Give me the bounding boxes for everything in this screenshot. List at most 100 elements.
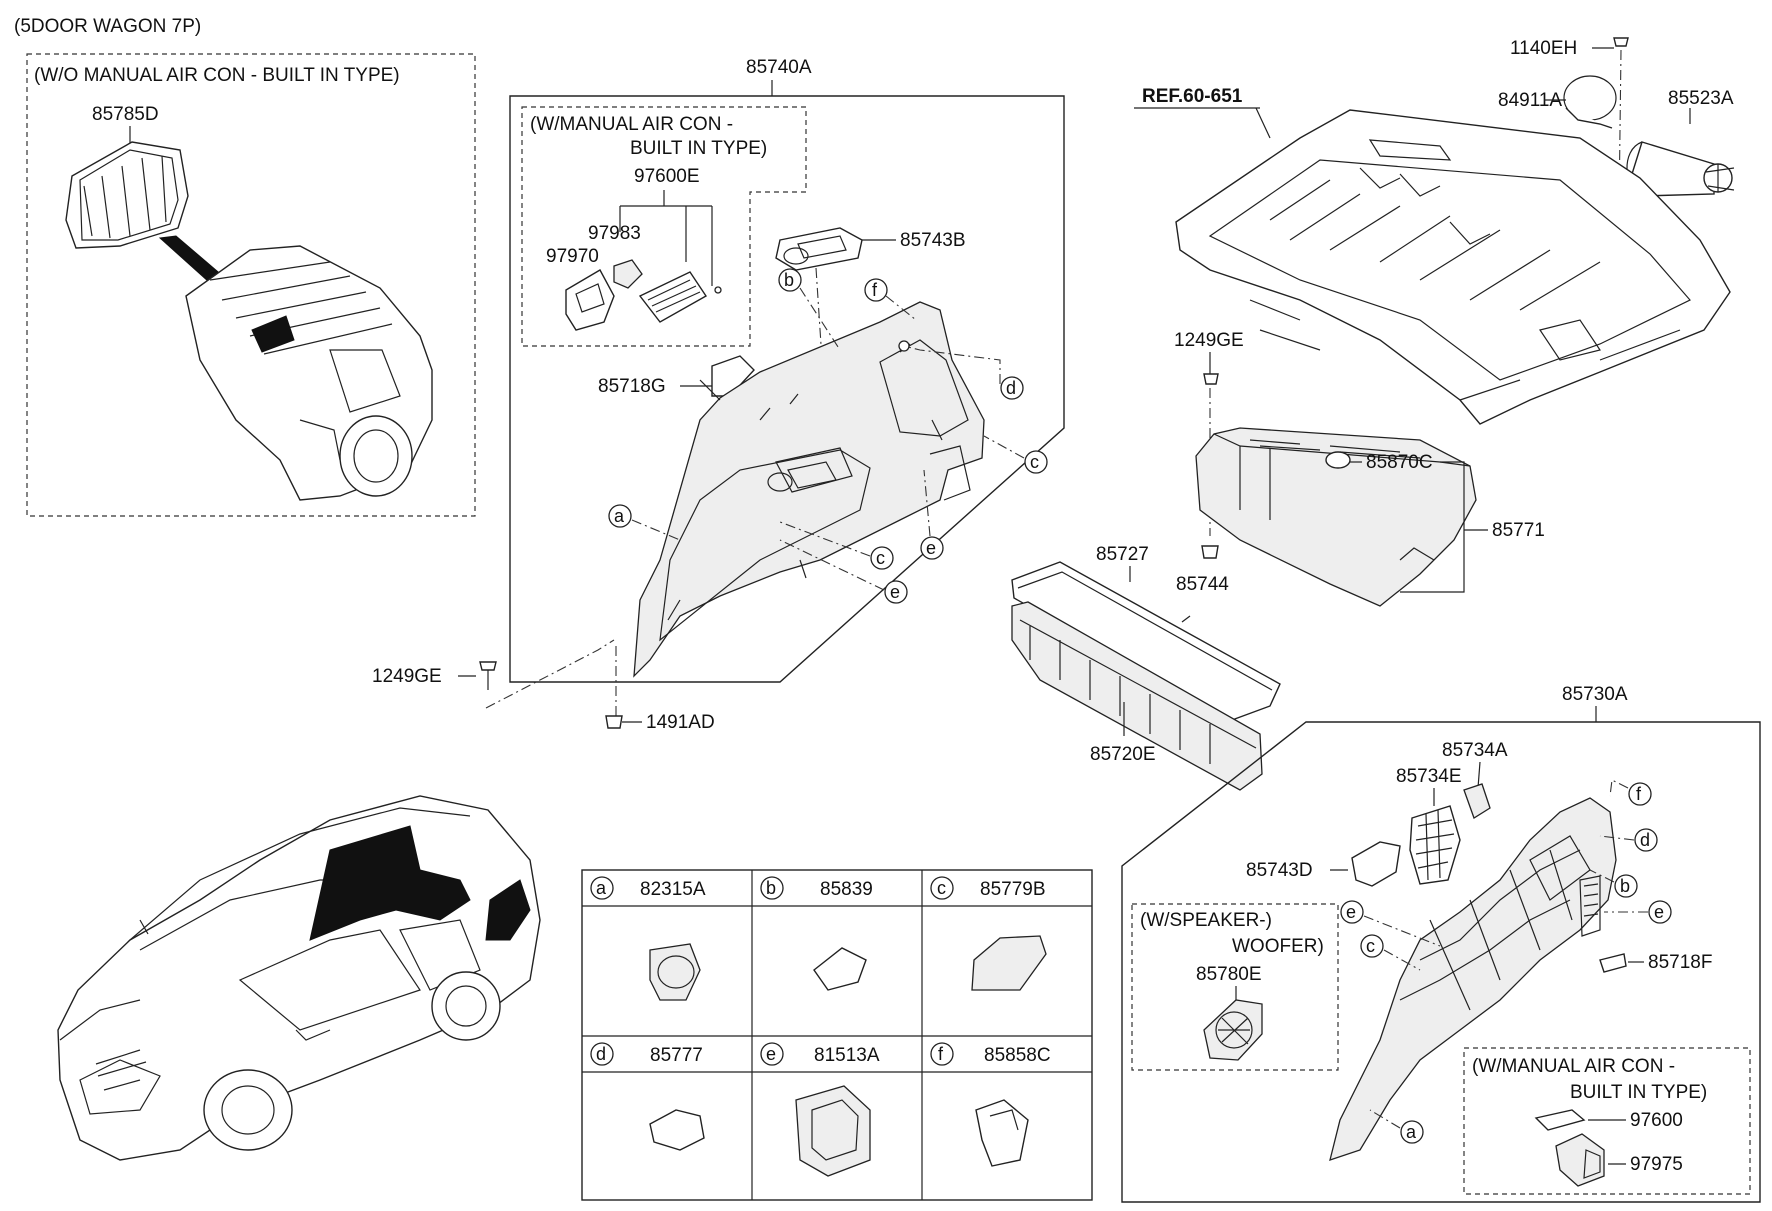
w-manual-bottom-title-1: (W/MANUAL AIR CON - xyxy=(1472,1056,1675,1077)
callout-a-center[interactable]: a xyxy=(608,504,632,528)
svg-text:d: d xyxy=(596,1044,606,1064)
speaker-box xyxy=(1131,903,1339,1071)
svg-text:d: d xyxy=(1006,378,1016,398)
vent-components-97600E-illustration xyxy=(565,259,722,331)
callout-f-center[interactable]: f xyxy=(864,278,888,302)
luggage-tray-85720E-illustration xyxy=(1011,601,1263,791)
part-label-1249GE-left[interactable]: 1249GE xyxy=(372,666,442,687)
svg-text:b: b xyxy=(1620,876,1630,896)
part-label-1249GE-right[interactable]: 1249GE xyxy=(1174,330,1244,351)
speaker-title-2: WOOFER) xyxy=(1232,936,1324,957)
part-label-1140EH[interactable]: 1140EH xyxy=(1510,38,1577,59)
clip-1491AD-illustration xyxy=(605,715,623,729)
model-label: (5DOOR WAGON 7P) xyxy=(14,16,201,37)
legend-part-d: 85777 xyxy=(650,1045,703,1066)
screw-1249GE-left-illustration xyxy=(479,661,497,690)
callout-e-center-right[interactable]: e xyxy=(920,536,944,560)
svg-text:c: c xyxy=(937,878,946,898)
part-label-84911A[interactable]: 84911A xyxy=(1498,90,1562,111)
quarter-trim-85730A-illustration xyxy=(1329,797,1617,1161)
part-label-85743D[interactable]: 85743D xyxy=(1246,860,1313,881)
callout-c-center[interactable]: c xyxy=(870,546,894,570)
svg-text:e: e xyxy=(890,582,900,602)
callout-a-right[interactable]: a xyxy=(1400,1120,1424,1144)
part-label-1491AD[interactable]: 1491AD xyxy=(646,712,715,733)
luggage-board-85727-illustration xyxy=(1011,561,1281,721)
wo-manual-box xyxy=(26,53,476,517)
callout-e-center[interactable]: e xyxy=(884,580,908,604)
svg-text:c: c xyxy=(1030,452,1039,472)
callout-d-right[interactable]: d xyxy=(1634,828,1658,852)
part-label-85870C[interactable]: 85870C xyxy=(1366,452,1433,473)
vent-panel-85785D-illustration xyxy=(65,141,189,249)
grille-85734-illustration xyxy=(1409,783,1491,885)
legend-cell-d[interactable]: d 85777 xyxy=(590,1042,705,1151)
part-label-85734A[interactable]: 85734A xyxy=(1442,740,1508,761)
svg-text:b: b xyxy=(784,270,794,290)
part-label-85780E[interactable]: 85780E xyxy=(1196,964,1262,985)
callout-c-right[interactable]: c xyxy=(1360,934,1384,958)
svg-text:c: c xyxy=(876,548,885,568)
handle-85743B-illustration xyxy=(775,227,863,271)
svg-text:d: d xyxy=(1640,830,1650,850)
part-label-85523A[interactable]: 85523A xyxy=(1668,88,1734,109)
callout-e-right[interactable]: e xyxy=(1648,900,1672,924)
svg-text:a: a xyxy=(614,506,625,526)
callout-b-right[interactable]: b xyxy=(1614,874,1638,898)
vehicle-overview-illustration xyxy=(57,795,541,1161)
svg-text:e: e xyxy=(1654,902,1664,922)
svg-text:a: a xyxy=(596,878,607,898)
part-label-85743B[interactable]: 85743B xyxy=(900,230,966,251)
canister-85523A-illustration xyxy=(1626,141,1735,197)
part-label-85727[interactable]: 85727 xyxy=(1096,544,1149,565)
svg-text:f: f xyxy=(872,280,878,300)
svg-text:f: f xyxy=(1636,784,1642,804)
ref-label[interactable]: REF.60-651 xyxy=(1142,86,1243,107)
w-manual-box xyxy=(521,106,807,347)
w-manual-bottom-title-2: BUILT IN TYPE) xyxy=(1570,1082,1707,1103)
legend-cell-e[interactable]: e 81513A xyxy=(760,1042,880,1177)
legend-part-b: 85839 xyxy=(820,879,873,900)
bracket-84911A-illustration xyxy=(1563,75,1617,129)
callout-b-center[interactable]: b xyxy=(778,268,802,292)
part-label-85740A[interactable]: 85740A xyxy=(746,57,812,78)
part-label-85718G[interactable]: 85718G xyxy=(598,376,666,397)
group-box-85740A xyxy=(509,95,1065,683)
handle-85743D-illustration xyxy=(1351,841,1401,887)
part-label-85730A[interactable]: 85730A xyxy=(1562,684,1628,705)
car-rear-quarter-illustration xyxy=(185,245,433,501)
part-label-85734E[interactable]: 85734E xyxy=(1396,766,1462,787)
duct-97975-illustration xyxy=(1555,1133,1605,1187)
legend-cell-a[interactable]: a 82315A xyxy=(590,876,706,1001)
cap-85870C-illustration xyxy=(1325,451,1351,469)
callout-c-center-right[interactable]: c xyxy=(1024,450,1048,474)
part-label-85771[interactable]: 85771 xyxy=(1492,520,1545,541)
screw-1249GE-right-illustration xyxy=(1203,373,1219,385)
legend-part-c: 85779B xyxy=(980,879,1046,900)
svg-text:b: b xyxy=(766,878,776,898)
legend-cell-b[interactable]: b 85839 xyxy=(760,876,873,991)
svg-text:e: e xyxy=(766,1044,776,1064)
part-label-85785D[interactable]: 85785D xyxy=(92,104,159,125)
bolt-1140EH-illustration xyxy=(1613,37,1629,47)
quarter-trim-85740A-illustration xyxy=(633,301,985,678)
svg-text:a: a xyxy=(1406,1122,1417,1142)
callout-e-left[interactable]: e xyxy=(1340,900,1364,924)
woofer-85780E-illustration xyxy=(1203,999,1263,1061)
part-label-97970[interactable]: 97970 xyxy=(546,246,599,267)
legend-cell-c[interactable]: c 85779B xyxy=(930,876,1047,991)
part-label-97600E[interactable]: 97600E xyxy=(634,166,700,187)
wo-manual-title: (W/O MANUAL AIR CON - BUILT IN TYPE) xyxy=(34,65,400,86)
svg-text:c: c xyxy=(1366,936,1375,956)
part-label-85744[interactable]: 85744 xyxy=(1176,574,1229,595)
part-label-85718F[interactable]: 85718F xyxy=(1648,952,1712,973)
callout-d-center[interactable]: d xyxy=(1000,376,1024,400)
part-label-85720E[interactable]: 85720E xyxy=(1090,744,1156,765)
legend-cell-f[interactable]: f 85858C xyxy=(930,1042,1051,1167)
svg-text:e: e xyxy=(926,538,936,558)
callout-f-right[interactable]: f xyxy=(1628,782,1652,806)
part-label-97983[interactable]: 97983 xyxy=(588,223,641,244)
part-label-97600[interactable]: 97600 xyxy=(1630,1110,1683,1131)
part-label-97975[interactable]: 97975 xyxy=(1630,1154,1683,1175)
clip-85744-illustration xyxy=(1201,545,1219,559)
